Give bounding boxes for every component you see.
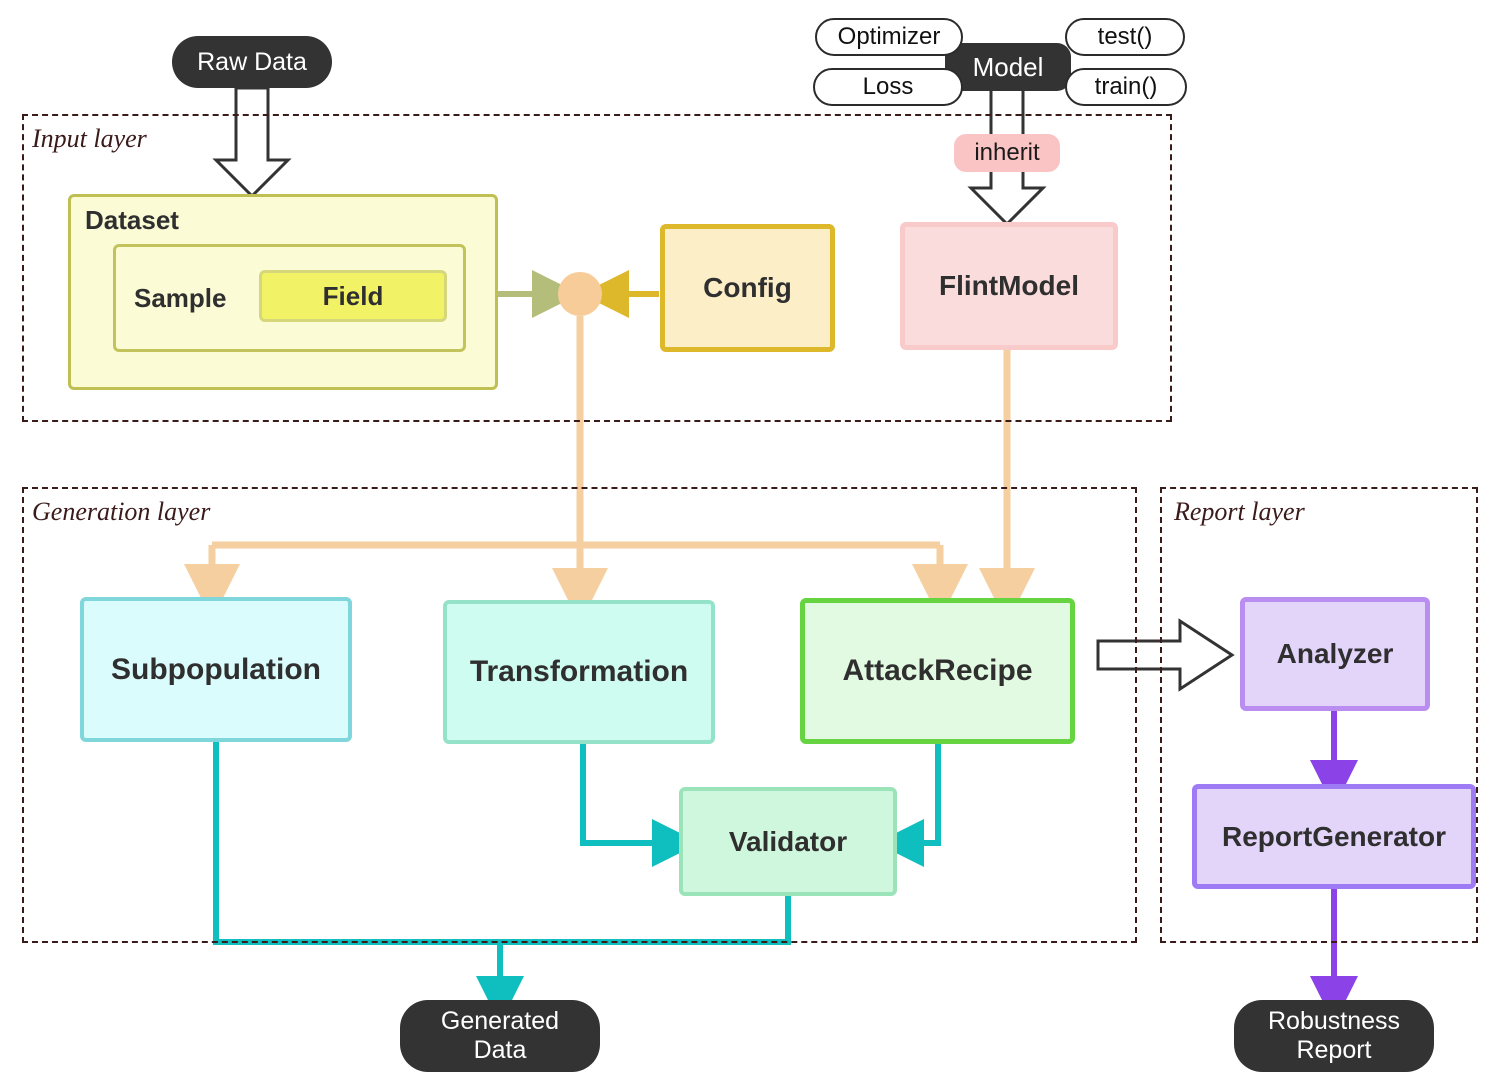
node-generated-data-line1: Generated [440,1007,560,1036]
node-model-attribute-loss[interactable]: Loss [813,68,963,106]
node-subpopulation-label: Subpopulation [111,652,321,686]
node-transformation-label: Transformation [469,655,689,688]
node-validator[interactable]: Validator [679,787,897,896]
node-loss-label: Loss [862,73,914,100]
report-layer-container [1160,487,1478,943]
node-robustness-report-line2: Report [1296,1036,1372,1064]
report-layer-label: Report layer [1174,497,1305,526]
node-config[interactable]: Config [660,224,835,352]
node-analyzer[interactable]: Analyzer [1240,597,1430,711]
node-train-label: train() [1094,73,1158,100]
node-model-attribute-optimizer[interactable]: Optimizer [815,18,963,56]
node-attackrecipe-label: AttackRecipe [842,654,1033,687]
node-sample-label: Sample [134,282,227,313]
node-generated-data[interactable]: Generated Data [400,1000,600,1072]
node-raw-data-label: Raw Data [197,47,307,76]
input-layer-container [22,114,1172,422]
node-field-label: Field [322,280,384,311]
node-field[interactable]: Field [259,270,447,322]
node-model-method-train[interactable]: train() [1065,68,1187,106]
node-optimizer-label: Optimizer [837,23,941,50]
node-generated-data-line2: Data [473,1036,527,1064]
node-config-label: Config [703,272,792,303]
node-reportgenerator[interactable]: ReportGenerator [1192,784,1476,889]
input-layer-label: Input layer [32,124,147,153]
node-validator-label: Validator [728,825,848,857]
node-model-method-test[interactable]: test() [1065,18,1185,56]
node-test-label: test() [1097,23,1153,50]
node-model-core[interactable]: Model [945,43,1071,91]
node-flintmodel[interactable]: FlintModel [900,222,1118,350]
node-analyzer-label: Analyzer [1276,638,1394,669]
node-dataset-label: Dataset [85,205,179,235]
node-attackrecipe[interactable]: AttackRecipe [800,598,1075,744]
node-reportgenerator-label: ReportGenerator [1221,820,1447,852]
node-flintmodel-label: FlintModel [939,270,1079,301]
generation-layer-container [22,487,1137,943]
node-robustness-report-line1: Robustness [1267,1007,1401,1036]
edge-label-inherit: inherit [954,134,1060,172]
node-robustness-report[interactable]: Robustness Report [1234,1000,1434,1072]
node-model-core-label: Model [972,51,1044,82]
edge-label-inherit-text: inherit [974,139,1040,166]
node-raw-data[interactable]: Raw Data [172,36,332,88]
node-subpopulation[interactable]: Subpopulation [80,597,352,742]
node-transformation[interactable]: Transformation [443,600,715,744]
generation-layer-label: Generation layer [32,497,211,526]
